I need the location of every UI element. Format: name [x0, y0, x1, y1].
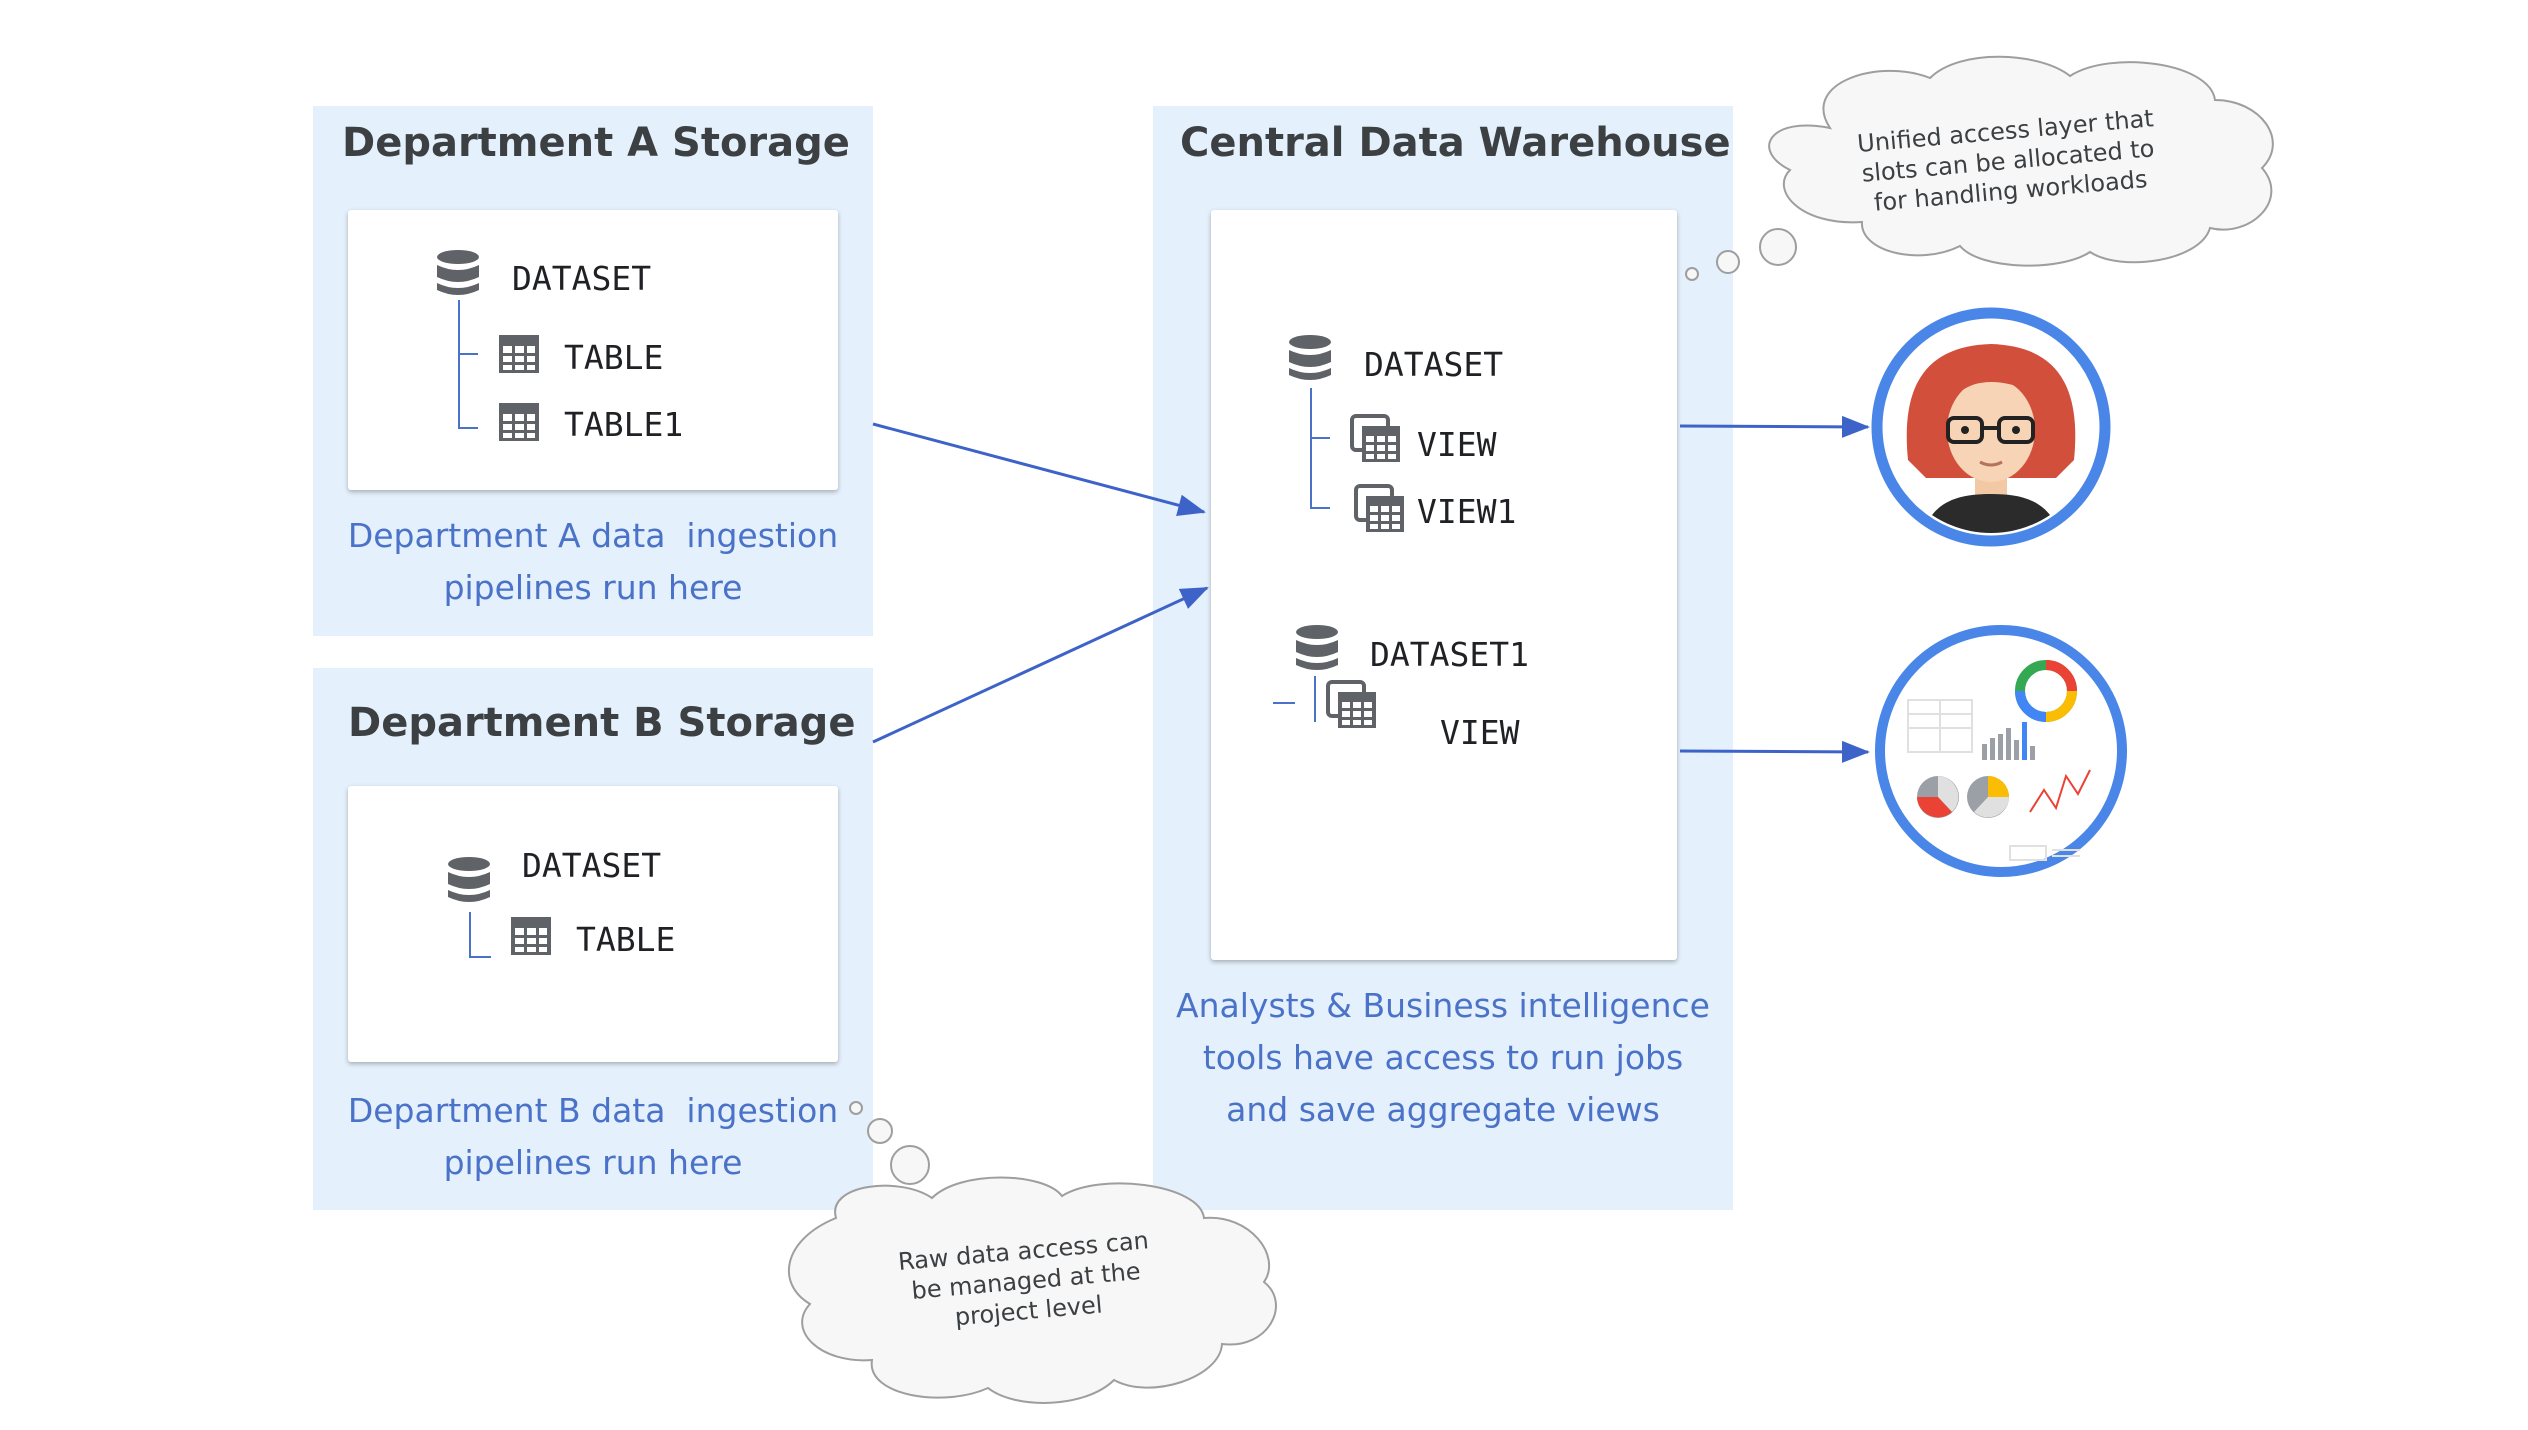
dept-a-caption-line: pipelines run here — [443, 568, 743, 607]
bi-dashboard-icon — [1875, 625, 2127, 877]
warehouse-title: Central Data Warehouse — [1180, 120, 1731, 166]
dept-b-caption: Department B data ingestion pipelines ru… — [313, 1085, 873, 1189]
dept-a-dataset-label: DATASET — [512, 259, 652, 298]
warehouse-caption-line: Analysts & Business intelligence — [1176, 986, 1710, 1025]
dept-a-tree-line — [458, 300, 460, 428]
warehouse-dataset1-tree-line — [1314, 676, 1316, 722]
thought-cloud-bottom — [787, 1101, 1277, 1404]
dept-a-table-label: TABLE — [564, 338, 664, 377]
view-icon — [1354, 484, 1404, 532]
dept-b-tree-line — [469, 912, 471, 956]
dept-b-table-label: TABLE — [576, 920, 676, 959]
warehouse-dataset1-view-label: VIEW — [1440, 713, 1520, 752]
analyst-avatar-icon — [1871, 307, 2111, 547]
warehouse-caption-line: tools have access to run jobs — [1202, 1038, 1684, 1077]
warehouse-view1-label: VIEW1 — [1417, 492, 1517, 531]
database-icon — [448, 857, 490, 902]
warehouse-view-label: VIEW — [1417, 425, 1497, 464]
warehouse-tree-line — [1310, 388, 1312, 508]
warehouse-card — [1211, 210, 1677, 960]
warehouse-caption-line: and save aggregate views — [1226, 1090, 1660, 1129]
dept-a-caption: Department A data ingestion pipelines ru… — [313, 510, 873, 614]
arrow-dept-a-to-warehouse — [872, 422, 1206, 516]
dept-b-dataset-label: DATASET — [522, 846, 662, 885]
database-icon — [1296, 625, 1338, 670]
view-icon — [1350, 414, 1400, 462]
thought-cloud-top — [1685, 55, 2274, 281]
warehouse-dataset-label: DATASET — [1364, 345, 1504, 384]
table-grid-icon — [499, 403, 539, 441]
warehouse-caption: Analysts & Business intelligence tools h… — [1153, 980, 1733, 1136]
arrow-dept-b-to-warehouse — [872, 586, 1209, 744]
table-grid-icon — [499, 335, 539, 373]
view-icon — [1326, 680, 1376, 728]
warehouse-tree-tick — [1310, 507, 1330, 509]
warehouse-dataset1-label: DATASET1 — [1370, 635, 1529, 674]
dept-a-tree-tick — [458, 427, 478, 429]
dept-a-card — [348, 210, 838, 490]
arrow-warehouse-to-analyst — [1679, 415, 1870, 438]
table-grid-icon — [511, 917, 551, 955]
dept-b-caption-line: Department B data ingestion — [347, 1091, 839, 1130]
dept-b-card — [348, 786, 838, 1062]
dept-a-caption-line: Department A data ingestion — [347, 516, 839, 555]
database-icon — [1289, 335, 1331, 380]
dept-b-caption-line: pipelines run here — [443, 1143, 743, 1182]
dept-a-tree-tick — [458, 353, 478, 355]
dept-b-title: Department B Storage — [348, 700, 856, 746]
warehouse-dataset1-tick — [1273, 702, 1295, 704]
dept-b-tree-tick — [469, 956, 491, 958]
dept-a-title: Department A Storage — [342, 120, 850, 166]
database-icon — [437, 250, 479, 295]
dept-a-table1-label: TABLE1 — [564, 405, 684, 444]
warehouse-tree-tick — [1310, 437, 1330, 439]
arrow-warehouse-to-bi — [1679, 740, 1870, 763]
